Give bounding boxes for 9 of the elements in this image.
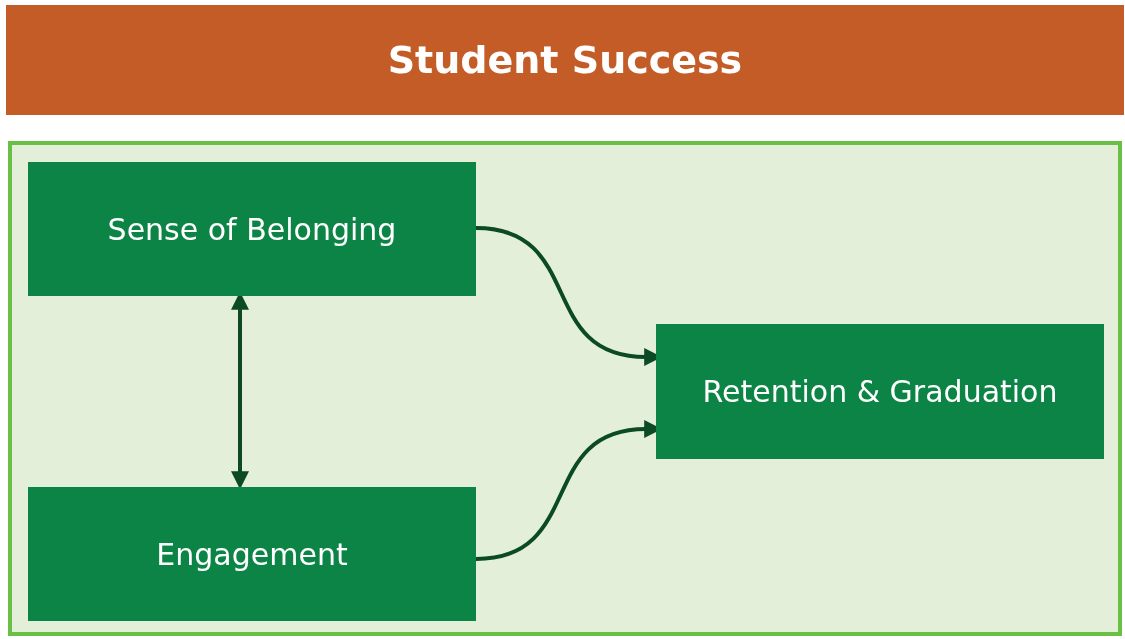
box-label: Retention & Graduation — [702, 374, 1058, 409]
box-label: Engagement — [156, 536, 348, 572]
process-box — [28, 487, 476, 621]
title-banner — [6, 5, 1124, 115]
box-label: Sense of Belonging — [107, 211, 397, 247]
process-box — [656, 324, 1104, 459]
process-box — [28, 162, 476, 296]
box-label: Student Success — [387, 38, 743, 82]
container-panel — [8, 141, 1122, 636]
